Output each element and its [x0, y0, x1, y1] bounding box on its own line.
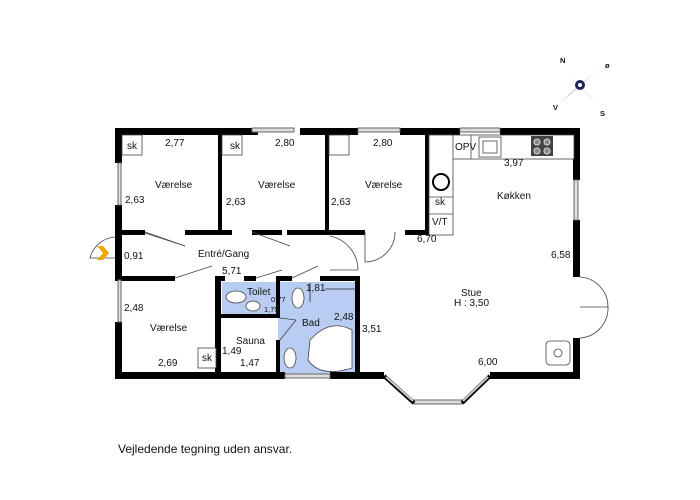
- room-width: 2,80: [373, 138, 393, 149]
- room-height: H : 3,50: [454, 298, 490, 309]
- closet-label: sk: [230, 141, 240, 152]
- room-depth: 2,48: [124, 303, 144, 314]
- room-width: 0,77: [271, 295, 286, 304]
- compass-icon: [558, 63, 600, 107]
- dim-6-70: 6,70: [417, 234, 437, 245]
- room-depth: 1,79: [264, 305, 279, 314]
- vt-label: V/T: [432, 217, 448, 228]
- room-name-bad: Bad: [302, 318, 320, 329]
- compass-o: ø: [605, 61, 610, 70]
- closet-label: sk: [127, 141, 137, 152]
- entry-arrow-icon: [97, 246, 109, 260]
- room-name-vaerelse: Værelse: [365, 180, 403, 191]
- room-name-kokken: Køkken: [497, 191, 531, 202]
- room-width: 2,80: [275, 138, 295, 149]
- room-depth: 2,63: [331, 197, 351, 208]
- windows: [117, 127, 579, 405]
- room-depth: 2,63: [226, 197, 246, 208]
- room-name-vaerelse: Værelse: [155, 180, 193, 191]
- dim-6-58: 6,58: [551, 250, 571, 261]
- room-name-vaerelse: Værelse: [150, 323, 188, 334]
- opv-label: OPV: [455, 142, 477, 153]
- doors: [89, 231, 609, 341]
- room-depth: 2,63: [125, 195, 145, 206]
- compass-n: N: [560, 56, 566, 65]
- room-width: 5,71: [222, 266, 242, 277]
- room-name-sauna: Sauna: [236, 336, 265, 347]
- room-name-vaerelse: Værelse: [258, 180, 296, 191]
- walls: [115, 128, 580, 379]
- room-name-stue: Stue: [461, 288, 482, 299]
- compass-s: S: [600, 109, 606, 118]
- room-depth: 0,91: [124, 251, 144, 262]
- room-width: 2,77: [165, 138, 185, 149]
- room-name-entre: Entré/Gang: [198, 249, 250, 260]
- closet-label: sk: [202, 353, 212, 364]
- room-width: 1,81: [306, 283, 326, 294]
- disclaimer-caption: Vejledende tegning uden ansvar.: [118, 442, 293, 456]
- room-width: 3,97: [504, 158, 524, 169]
- room-depth: 2,48: [334, 312, 354, 323]
- room-width: 1,47: [240, 358, 260, 369]
- fixtures: [121, 134, 575, 372]
- room-depth: 1,49: [222, 346, 242, 357]
- closet-label: sk: [435, 197, 445, 208]
- room-width: 6,00: [478, 357, 498, 368]
- room-name-toilet: Toilet: [247, 287, 271, 298]
- room-width: 2,69: [158, 358, 178, 369]
- fan-icon: [432, 173, 450, 191]
- compass-v: V: [553, 103, 559, 112]
- room-depth: 3,51: [362, 324, 382, 335]
